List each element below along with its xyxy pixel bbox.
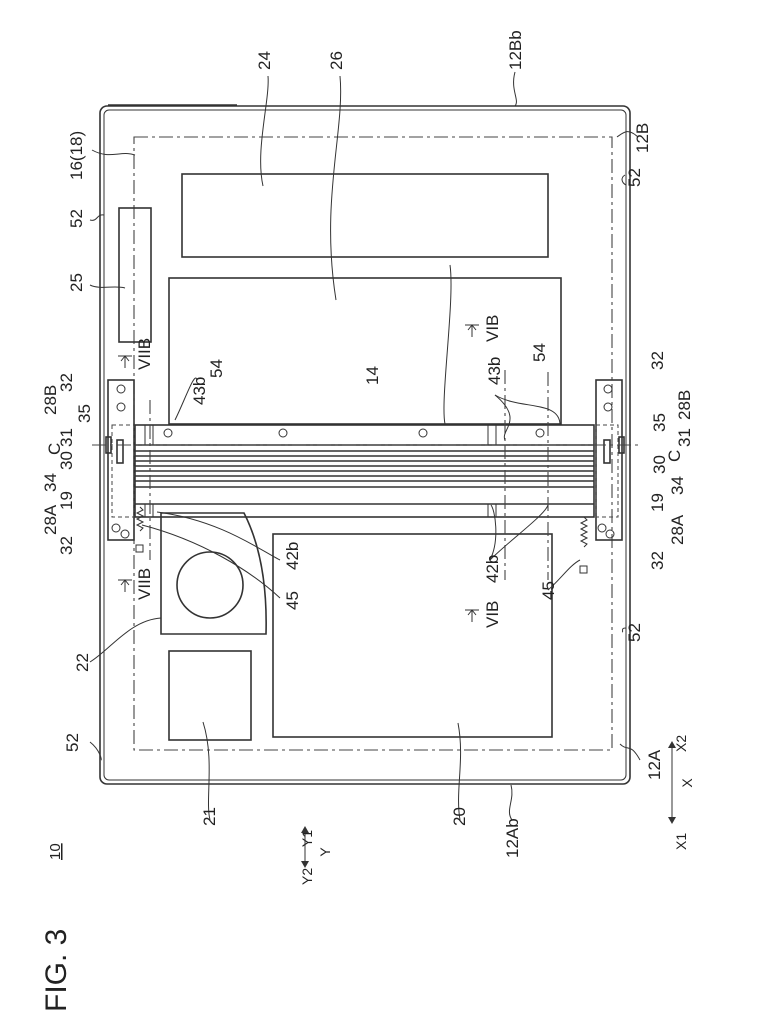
component-25 xyxy=(118,207,152,343)
label-24: 24 xyxy=(255,51,274,70)
label-C-left: C xyxy=(45,443,64,455)
spring-anchor-left xyxy=(135,544,144,553)
axis-X: X xyxy=(679,778,695,788)
label-42b-right: 42b xyxy=(483,555,502,583)
label-31-left: 31 xyxy=(57,428,76,447)
section-marker-VIB-bottom xyxy=(465,609,479,622)
label-42b-left: 42b xyxy=(283,542,302,570)
axis-Y2-label: Y2 xyxy=(299,868,315,885)
label-52-bottom-right: 52 xyxy=(625,623,644,642)
label-12Ab: 12Ab xyxy=(503,818,522,858)
label-28B-left: 28B xyxy=(41,385,60,415)
label-34-left: 34 xyxy=(41,473,60,492)
spring-anchor-right xyxy=(579,565,588,574)
section-label-VIB-top: VIB xyxy=(483,315,502,342)
pin-30-left xyxy=(116,439,124,464)
axis-X2: X2 xyxy=(673,735,689,752)
label-32-b: 32 xyxy=(57,536,76,555)
label-45-right: 45 xyxy=(539,581,558,600)
label-19-left: 19 xyxy=(57,491,76,510)
label-54-right: 54 xyxy=(530,343,549,362)
label-32-d: 32 xyxy=(648,551,667,570)
section-label-VIIB-top: VIIB xyxy=(135,338,154,370)
label-52-bottom-left: 52 xyxy=(63,733,82,752)
label-C-right: C xyxy=(665,450,684,462)
axis-Y: Y xyxy=(317,847,333,857)
y1-arrowhead xyxy=(301,826,309,833)
component-20 xyxy=(272,533,553,738)
label-32-a: 32 xyxy=(57,373,76,392)
fan-circle xyxy=(176,551,244,619)
label-34-right: 34 xyxy=(668,476,687,495)
spring-45-left xyxy=(135,506,145,532)
label-30-right: 30 xyxy=(650,455,669,474)
x2-arrowhead xyxy=(668,741,676,748)
label-26: 26 xyxy=(327,51,346,70)
label-54-left: 54 xyxy=(207,359,226,378)
label-31-right: 31 xyxy=(675,428,694,447)
section-label-VIIB-bottom: VIIB xyxy=(135,568,154,600)
component-26 xyxy=(168,277,562,425)
display-area-16 xyxy=(133,136,613,751)
screws-right xyxy=(597,384,615,539)
label-45-left: 45 xyxy=(283,591,302,610)
component-24 xyxy=(181,173,549,258)
label-22: 22 xyxy=(73,653,92,672)
pin-30-right xyxy=(603,439,611,464)
axis-Y1: Y1 xyxy=(299,830,315,847)
bracket-inner-left xyxy=(111,424,135,518)
label-52-top-left: 52 xyxy=(67,209,86,228)
figure-title: FIG. 3 xyxy=(40,929,73,1012)
bracket-inner-right xyxy=(595,424,619,518)
label-28B-right: 28B xyxy=(675,390,694,420)
leader-lines xyxy=(89,71,641,821)
label-35-left: 35 xyxy=(75,404,94,423)
label-14: 14 xyxy=(363,366,382,385)
label-16-18: 16(18) xyxy=(67,131,86,180)
label-28A-right: 28A xyxy=(668,514,687,545)
label-43b-left: 43b xyxy=(190,377,209,405)
device-reference: 10 xyxy=(47,843,64,860)
axis-X1: X1 xyxy=(673,833,689,850)
label-30-left: 30 xyxy=(57,451,76,470)
label-21: 21 xyxy=(200,807,219,826)
label-12B: 12B xyxy=(633,123,652,153)
label-32-c: 32 xyxy=(648,351,667,370)
screws-left xyxy=(111,384,130,539)
section-marker-VIIB-top xyxy=(118,355,132,368)
label-25: 25 xyxy=(67,273,86,292)
hinge-holes xyxy=(163,428,545,438)
label-43b-right: 43b xyxy=(485,357,504,385)
label-52-top-right: 52 xyxy=(625,168,644,187)
label-35-right: 35 xyxy=(650,413,669,432)
label-12Bb: 12Bb xyxy=(506,30,525,70)
component-22 xyxy=(160,512,267,635)
y-axis-indicator xyxy=(301,826,309,868)
hinge-shafts xyxy=(135,450,594,488)
section-marker-VIIB-bottom xyxy=(118,579,132,592)
section-label-VIB-bottom: VIB xyxy=(483,601,502,628)
section-marker-VIB-top xyxy=(465,324,479,337)
component-21 xyxy=(168,650,252,741)
label-19-right: 19 xyxy=(648,493,667,512)
y2-arrowhead xyxy=(301,861,309,868)
spring-45-right xyxy=(579,516,589,548)
x-axis-indicator xyxy=(668,741,676,824)
label-12A: 12A xyxy=(645,749,664,780)
label-28A-left: 28A xyxy=(41,504,60,535)
x1-arrowhead xyxy=(668,817,676,824)
label-20: 20 xyxy=(450,807,469,826)
